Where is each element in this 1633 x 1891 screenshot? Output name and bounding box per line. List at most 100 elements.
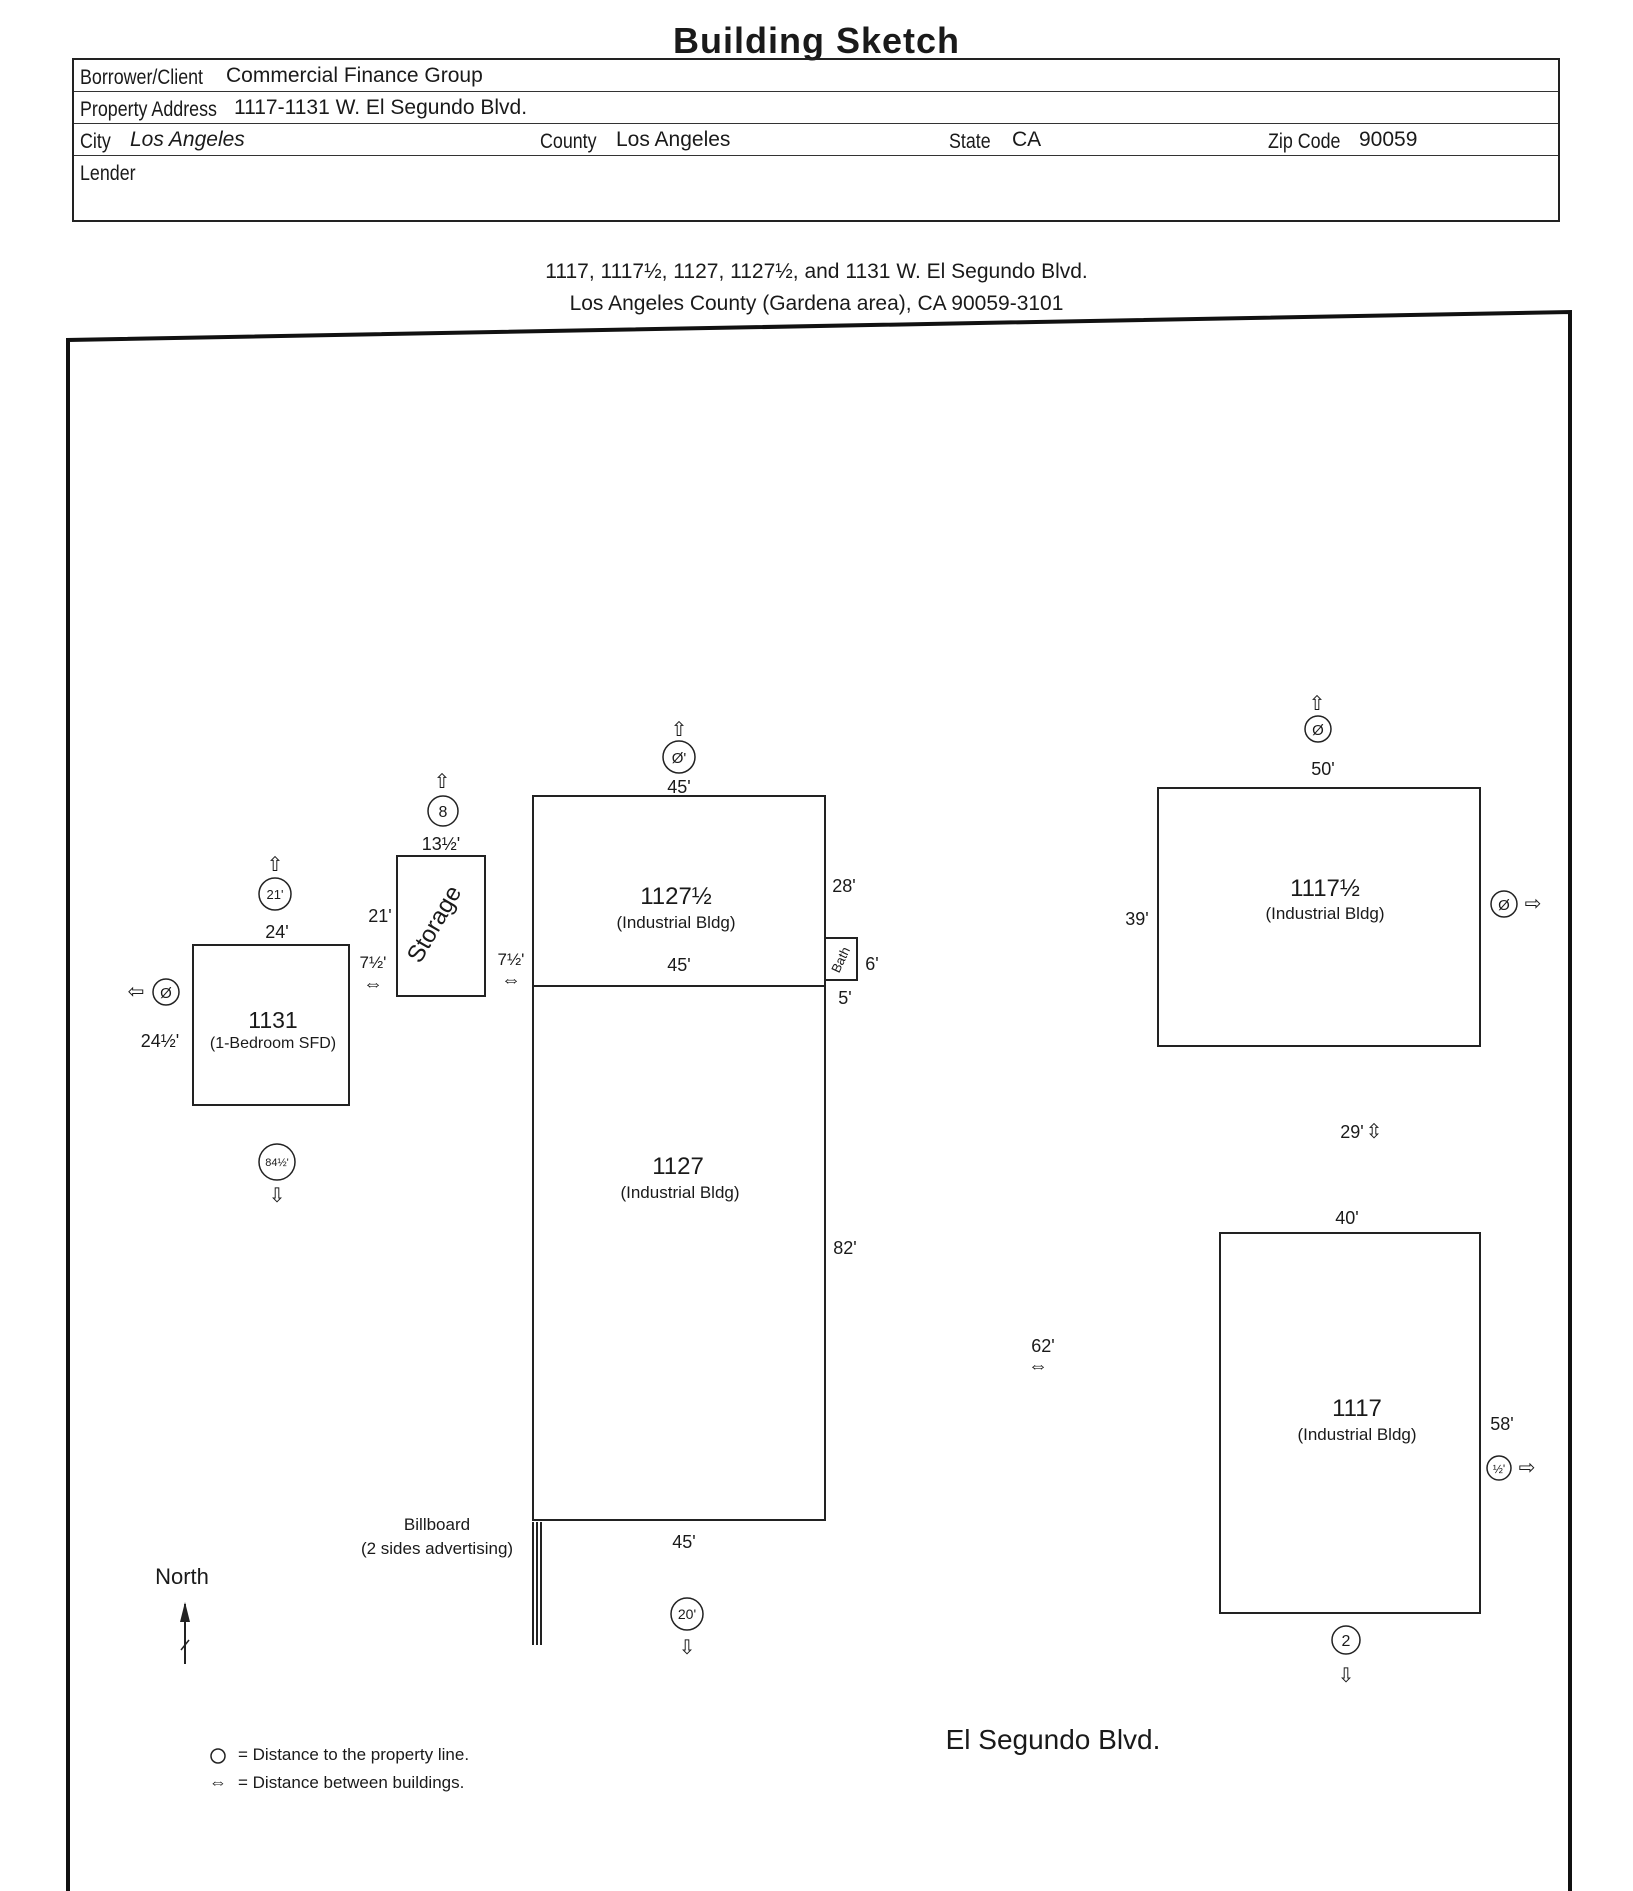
gap-storage-1127: 7½' <box>498 950 525 969</box>
gap-1131-storage: 7½' <box>360 953 387 972</box>
setback-circle-1127-south <box>670 1597 704 1631</box>
state-label: State <box>949 130 991 153</box>
legend-circle-icon <box>210 1748 226 1764</box>
building-1127-half-name: 1127½ <box>640 883 712 910</box>
setback-circle-1131-north <box>258 877 292 911</box>
zip-value: 90059 <box>1359 128 1418 151</box>
building-1131-name: 1131 <box>248 1007 297 1033</box>
arrow-south-1127: ⇩ <box>679 1637 696 1659</box>
setback-circle-1127-north <box>662 740 696 774</box>
address-label: Property Address <box>80 98 217 121</box>
arrow-south-1117: ⇩ <box>1338 1665 1355 1687</box>
building-1117-half-type: (Industrial Bldg) <box>1265 904 1384 923</box>
billboard-sublabel: (2 sides advertising) <box>361 1539 513 1558</box>
setback-1131-west: Ø <box>160 985 172 1002</box>
borrower-value: Commercial Finance Group <box>226 64 483 87</box>
setback-1117-half-north: Ø <box>1312 722 1324 739</box>
arrow-east-1117: ⇨ <box>1519 1457 1536 1479</box>
billboard-label: Billboard <box>404 1515 470 1534</box>
setback-1117-south: 2 <box>1342 1633 1351 1650</box>
storage-name: Storage <box>402 881 467 967</box>
legend-arrow-text: = Distance between buildings. <box>238 1773 464 1792</box>
legend-arrow-icon: ⇔ <box>209 1772 227 1792</box>
building-1127-name: 1127 <box>652 1153 704 1180</box>
setback-1117-half-east: Ø <box>1498 897 1510 914</box>
setback-1131-south: 84½' <box>265 1157 289 1169</box>
building-1131-type: (1-Bedroom SFD) <box>210 1035 336 1052</box>
building-1127-half-type: (Industrial Bldg) <box>616 913 735 932</box>
address-value: 1117-1131 W. El Segundo Blvd. <box>234 96 528 119</box>
setback-circle-1131-west <box>152 978 180 1006</box>
county-value: Los Angeles <box>616 128 731 151</box>
arrow-north-storage: ⇧ <box>434 771 451 793</box>
city-value: Los Angeles <box>130 128 245 151</box>
building-1127-half-bottom-dim: 45' <box>667 955 690 975</box>
arrow-north-1131: ⇧ <box>267 854 284 876</box>
setback-circle-storage-north <box>427 795 459 827</box>
building-1127-half-side-dim: 28' <box>832 876 855 896</box>
bath <box>824 937 858 981</box>
setback-circle-1117-half-north <box>1304 715 1332 743</box>
storage-side-dim: 21' <box>368 906 391 926</box>
bath-label: Bath <box>828 944 853 975</box>
setback-1117-east: ½' <box>1493 1462 1505 1476</box>
arrow-east-1117-half: ⇨ <box>1525 893 1542 915</box>
building-1117-side-dim: 58' <box>1490 1414 1513 1434</box>
building-1117-half <box>1157 787 1481 1047</box>
arrow-south-1131: ⇩ <box>269 1185 286 1207</box>
address-row: Property Address 1117-1131 W. El Segundo… <box>74 92 1558 124</box>
location-row: City Los Angeles County Los Angeles Stat… <box>74 124 1558 156</box>
building-1127 <box>532 985 826 1521</box>
lender-label: Lender <box>80 162 136 185</box>
bath-bottom-dim: 5' <box>838 988 851 1008</box>
zip-label: Zip Code <box>1268 130 1341 153</box>
north-label: North <box>155 1564 209 1589</box>
setback-storage-north: 8 <box>439 804 448 821</box>
setback-circle-1117-half-east <box>1490 890 1518 918</box>
building-1117-name: 1117 <box>1332 1395 1382 1422</box>
building-storage <box>396 855 486 997</box>
building-1131 <box>192 944 350 1106</box>
arrow-north-1117-half: ⇧ <box>1309 693 1326 715</box>
page-title: Building Sketch <box>672 20 961 61</box>
storage-top-dim: 13½' <box>422 834 460 854</box>
building-1127-side-dim: 82' <box>833 1238 856 1258</box>
legend-circle-text: = Distance to the property line. <box>238 1745 469 1764</box>
setback-circle-1117-south <box>1331 1625 1361 1655</box>
setback-1127-north: Ø' <box>672 750 687 767</box>
building-1117-top-dim: 40' <box>1335 1208 1358 1228</box>
building-1117 <box>1219 1232 1481 1614</box>
gap-1127-1117: 62' <box>1031 1336 1054 1356</box>
street-name: El Segundo Blvd. <box>946 1724 1161 1755</box>
setback-circle-1131-south <box>258 1143 296 1181</box>
building-1117-type: (Industrial Bldg) <box>1297 1425 1416 1444</box>
borrower-label: Borrower/Client <box>80 66 204 89</box>
gap-1117-half-1117: 29' <box>1340 1122 1363 1142</box>
building-1117-half-name: 1117½ <box>1290 875 1360 902</box>
lender-row: Lender <box>74 156 1558 187</box>
building-1127-half-top-dim: 45' <box>667 777 690 797</box>
north-arrow-icon <box>180 1602 190 1664</box>
arrow-gap-1131-storage: ⇔ <box>363 973 383 995</box>
arrow-gap-storage-1127: ⇔ <box>501 969 521 991</box>
setback-circle-1117-east <box>1486 1455 1512 1481</box>
county-label: County <box>540 130 597 153</box>
subtitle-line1: 1117, 1117½, 1127, 1127½, and 1131 W. El… <box>545 260 1088 283</box>
property-boundary <box>66 309 1572 1891</box>
borrower-row: Borrower/Client Commercial Finance Group <box>74 60 1558 92</box>
building-1127-type: (Industrial Bldg) <box>620 1183 739 1202</box>
bath-side-dim: 6' <box>865 954 878 974</box>
building-1117-half-side-dim: 39' <box>1125 909 1148 929</box>
building-1117-half-top-dim: 50' <box>1311 759 1334 779</box>
setback-1127-south: 20' <box>678 1606 696 1622</box>
building-1131-side-dim: 24½' <box>141 1031 179 1051</box>
state-value: CA <box>1012 128 1042 151</box>
property-header-form: Borrower/Client Commercial Finance Group… <box>72 58 1560 222</box>
setback-1131-north: 21' <box>267 887 284 902</box>
building-1127-bottom-dim: 45' <box>672 1532 695 1552</box>
arrow-north-1127: ⇧ <box>671 719 688 741</box>
building-1131-top-dim: 24' <box>265 922 288 942</box>
city-label: City <box>80 130 111 153</box>
arrow-west-1131: ⇦ <box>128 981 145 1003</box>
